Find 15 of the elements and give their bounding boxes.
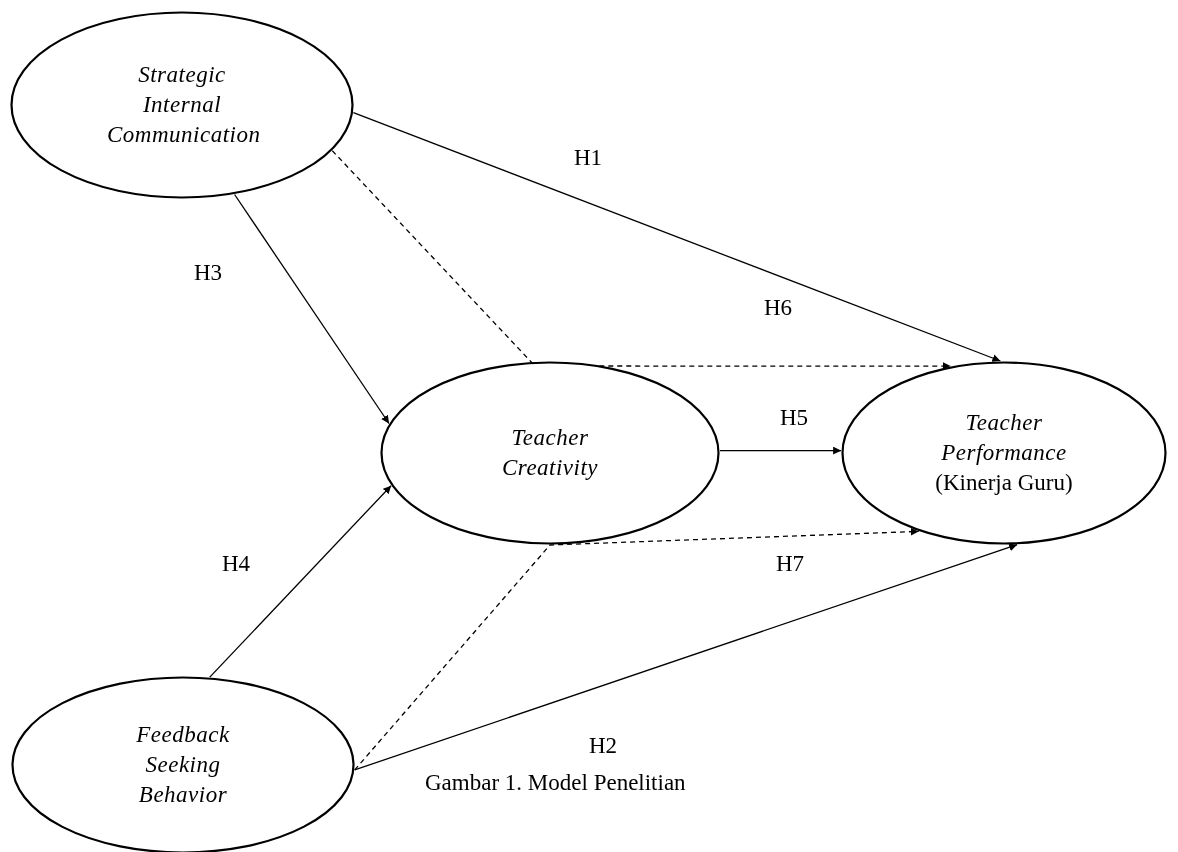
construct-name: Teacher Performance	[940, 409, 1068, 468]
ellipse-node	[380, 361, 720, 545]
construct-name: Strategic Internal Communication	[107, 61, 257, 149]
figure-caption: Gambar 1. Model Penelitian	[425, 770, 686, 796]
arrow	[354, 543, 1018, 771]
dashed-arrow	[354, 527, 920, 771]
ellipse-node	[841, 361, 1167, 545]
construct-name: Teacher Creativity	[500, 424, 600, 482]
arrow	[209, 485, 392, 678]
arrow	[719, 446, 842, 455]
ellipse-node	[10, 11, 354, 199]
construct-name: Feedback Seeking Behavior	[135, 721, 231, 809]
construct-subtitle: (Kinerja Guru)	[935, 468, 1073, 497]
arrow	[352, 112, 1002, 362]
arrow	[233, 193, 390, 425]
